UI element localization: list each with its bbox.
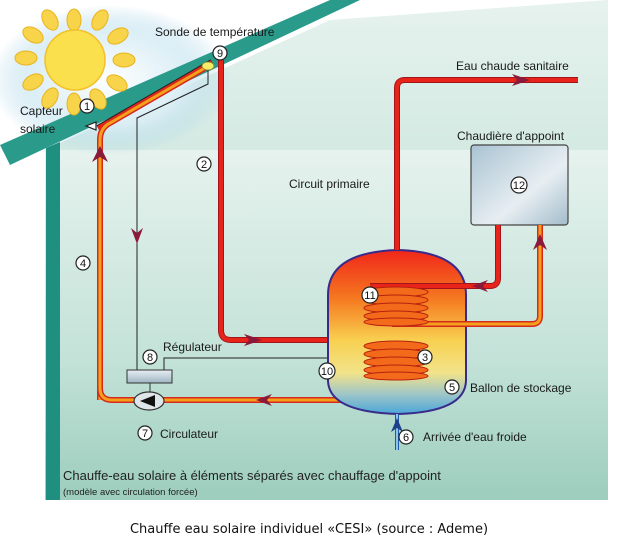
svg-text:5: 5 [449, 382, 455, 394]
sun-icon [14, 8, 136, 116]
flow-arrow-left-boiler [472, 280, 488, 292]
marker-3: 3 [417, 349, 433, 365]
svg-text:10: 10 [321, 366, 333, 378]
diagram-title: Chauffe-eau solaire à éléments séparés a… [63, 468, 441, 483]
pipe-hot-primary [218, 60, 370, 343]
pipe-hot-water-outlet [394, 77, 578, 250]
flow-arrow-up-cold [391, 418, 403, 432]
svg-text:12: 12 [513, 180, 525, 192]
pipe-boiler-return [392, 225, 543, 327]
label-solaire: solaire [20, 122, 56, 136]
marker-5: 5 [444, 379, 460, 395]
label-arrivee: Arrivée d'eau froide [423, 430, 527, 444]
svg-text:6: 6 [403, 432, 409, 444]
marker-11: 11 [361, 286, 379, 304]
regulator-box [126, 369, 173, 384]
svg-text:1: 1 [84, 101, 90, 113]
svg-text:3: 3 [422, 352, 428, 364]
label-eau-chaude: Eau chaude sanitaire [456, 59, 569, 73]
label-circulateur: Circulateur [160, 427, 218, 441]
flow-arrow-left [256, 394, 272, 406]
marker-4: 4 [75, 255, 91, 271]
marker-9: 9 [212, 45, 228, 61]
label-chaudiere: Chaudière d'appoint [457, 129, 565, 143]
svg-text:4: 4 [80, 258, 86, 270]
marker-7: 7 [137, 425, 153, 441]
pipe-boiler-supply [370, 225, 501, 289]
svg-text:7: 7 [142, 428, 148, 440]
marker-8: 8 [142, 349, 158, 365]
svg-text:9: 9 [217, 48, 223, 60]
flow-arrow-up [92, 146, 108, 162]
circulator-pump [133, 391, 165, 411]
flow-arrow-up-boiler [533, 234, 547, 250]
marker-10: 10 [318, 362, 336, 380]
svg-text:11: 11 [364, 290, 375, 302]
flow-arrow-down-wire [131, 228, 143, 244]
wall [46, 148, 60, 500]
label-regulateur: Régulateur [163, 340, 222, 354]
flow-arrow-right-primary [244, 334, 262, 346]
marker-6: 6 [398, 429, 414, 445]
flow-arrow-right-hot-water [512, 74, 530, 86]
diagram-subtitle: (modèle avec circulation forcée) [63, 487, 198, 498]
label-sonde: Sonde de température [155, 25, 275, 39]
marker-12: 12 [510, 176, 528, 194]
heat-exchanger-coil-11 [363, 286, 429, 327]
marker-1: 1 [79, 98, 95, 114]
wall-top [46, 142, 60, 165]
figure-caption: Chauffe eau solaire individuel «CESI» (s… [129, 522, 489, 537]
heat-exchanger-coil-3 [363, 340, 429, 381]
solar-water-heater-diagram: 1 2 3 4 5 6 7 8 9 10 11 12 Capteur solai… [0, 0, 608, 500]
svg-text:2: 2 [201, 159, 207, 171]
temperature-sensor-9 [201, 61, 215, 71]
label-circuit-primaire: Circuit primaire [289, 177, 370, 191]
marker-2: 2 [196, 156, 212, 172]
label-capteur: Capteur [20, 104, 63, 118]
label-ballon: Ballon de stockage [470, 381, 572, 395]
svg-text:8: 8 [147, 352, 153, 364]
